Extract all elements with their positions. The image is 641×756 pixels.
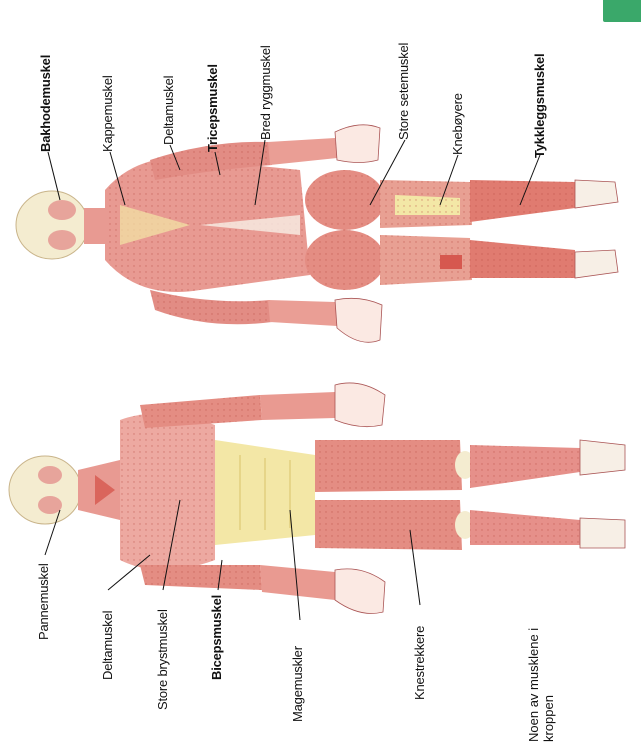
caption-line-2: kroppen bbox=[541, 628, 556, 742]
label-bred-ryggmuskel: Bred ryggmuskel bbox=[258, 45, 273, 140]
front-view-figure bbox=[9, 383, 625, 614]
label-deltamuskel-front: Deltamuskel bbox=[100, 611, 115, 680]
label-bakhodemuskel: Bakhodemuskel bbox=[38, 55, 53, 152]
label-store-brystmuskel: Store brystmuskel bbox=[155, 609, 170, 710]
label-tricepsmuskel: Tricepsmuskel bbox=[205, 64, 220, 152]
label-knestrekkere: Knestrekkere bbox=[412, 626, 427, 700]
label-magemuskler: Magemuskler bbox=[290, 646, 305, 722]
label-kneboyere: Knebøyere bbox=[450, 93, 465, 155]
label-store-setemuskel: Store setemuskel bbox=[396, 43, 411, 140]
label-kappemuskel: Kappemuskel bbox=[100, 75, 115, 152]
label-bicepsmuskel: Bicepsmuskel bbox=[209, 595, 224, 680]
back-view-figure bbox=[16, 125, 618, 342]
label-tykkleggsmuskel: Tykkleggsmuskel bbox=[532, 54, 547, 158]
caption-line-1: Noen av musklene i bbox=[526, 628, 541, 742]
label-pannemuskel: Pannemuskel bbox=[36, 563, 51, 640]
caption: Noen av musklene i kroppen bbox=[526, 628, 556, 742]
label-deltamuskel-back: Deltamuskel bbox=[161, 76, 176, 145]
